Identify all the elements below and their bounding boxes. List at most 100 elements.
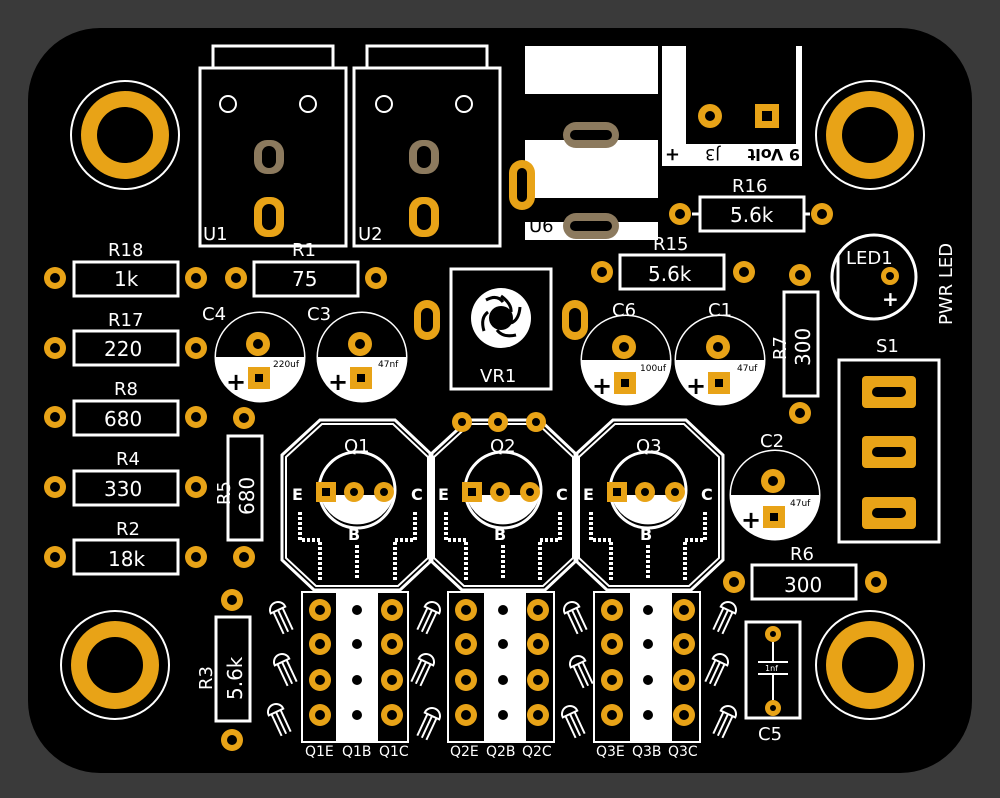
c1-value: 47uf xyxy=(737,364,758,374)
r18-value: 1k xyxy=(114,267,139,291)
u6-label: U6 xyxy=(529,216,554,237)
vr1-trimpot: VR1 xyxy=(414,267,588,391)
q1-pin-e: E xyxy=(292,485,303,504)
r18-resistor: R18 1k xyxy=(44,240,207,298)
mounting-hole-bottom-left xyxy=(60,610,170,720)
c6-value: 100uf xyxy=(640,364,667,374)
r1-value: 75 xyxy=(292,267,317,291)
c5-value: 1nf xyxy=(765,664,778,673)
q3e-label: Q3E xyxy=(596,744,625,760)
c3-capacitor: + 47nf C3 xyxy=(307,304,408,403)
q2-pin-e: E xyxy=(438,485,449,504)
r17-value: 220 xyxy=(104,337,142,361)
r17-ref: R17 xyxy=(108,310,143,331)
q1e-label: Q1E xyxy=(305,744,334,760)
q2-transistor: Q2 E B C xyxy=(428,412,579,592)
c3-value: 47nf xyxy=(378,360,399,370)
j3-power-jack: 9 Volt J3 + xyxy=(662,46,802,166)
q1c-label: Q1C xyxy=(379,744,409,760)
q2-pin-b: B xyxy=(494,525,506,544)
c4-value: 220uf xyxy=(273,360,300,370)
r15-value: 5.6k xyxy=(648,262,692,286)
u6-component: U6 xyxy=(509,46,658,240)
c1-capacitor: + 47uf C1 xyxy=(674,300,766,406)
q3b-label: Q3B xyxy=(632,744,662,760)
r1-resistor: R1 75 xyxy=(225,240,387,298)
led1: LED1 + xyxy=(830,233,918,321)
power-jack-label: 9 Volt xyxy=(747,145,800,164)
r4-value: 330 xyxy=(104,477,142,501)
r5-value: 680 xyxy=(235,477,259,515)
r4-resistor: R4 330 xyxy=(44,449,207,507)
r7-ref: R7 xyxy=(770,336,791,360)
q1b-label: Q1B xyxy=(342,744,372,760)
q3-label: Q3 xyxy=(636,436,662,457)
c4-ref: C4 xyxy=(202,304,226,325)
u2-regulator: U2 xyxy=(352,44,502,248)
r15-resistor: R15 5.6k xyxy=(591,234,755,291)
r16-value: 5.6k xyxy=(730,203,774,227)
c3-plus: + xyxy=(328,368,348,396)
r8-resistor: R8 680 xyxy=(44,379,207,437)
r5-resistor: R5 680 xyxy=(214,407,264,568)
q2-label: Q2 xyxy=(490,436,516,457)
c2-plus: + xyxy=(741,506,761,534)
c6-plus: + xyxy=(592,372,612,400)
j3-label: J3 xyxy=(705,145,721,164)
r8-ref: R8 xyxy=(114,379,138,400)
q2c-label: Q2C xyxy=(522,744,552,760)
r18-ref: R18 xyxy=(108,240,143,261)
u2-label: U2 xyxy=(358,224,383,245)
c6-ref: C6 xyxy=(612,300,636,321)
led1-label: LED1 xyxy=(846,248,893,269)
r16-resistor: R16 5.6k xyxy=(669,176,833,233)
r2-resistor: R2 18k xyxy=(44,519,207,576)
r4-ref: R4 xyxy=(116,449,140,470)
c6-capacitor: + 100uf C6 xyxy=(580,300,672,406)
r2-value: 18k xyxy=(108,547,145,571)
q3c-label: Q3C xyxy=(668,744,698,760)
mounting-hole-bottom-right xyxy=(815,610,925,720)
j3-plus: + xyxy=(665,144,680,165)
c1-plus: + xyxy=(686,372,706,400)
s1-switch: S1 xyxy=(837,336,941,544)
r7-resistor: R7 300 xyxy=(770,264,820,424)
r3-value: 5.6k xyxy=(223,656,247,700)
q3-pin-e: E xyxy=(583,485,594,504)
q2e-label: Q2E xyxy=(450,744,479,760)
r16-ref: R16 xyxy=(732,176,767,197)
r6-ref: R6 xyxy=(790,544,814,565)
q2-pin-c: C xyxy=(556,485,568,504)
s1-label: S1 xyxy=(876,336,899,357)
r1-ref: R1 xyxy=(292,240,316,261)
vr1-label: VR1 xyxy=(480,366,516,387)
small-transistor-icons xyxy=(267,601,737,741)
c5-capacitor: 1nf C5 xyxy=(744,620,802,745)
mounting-hole-top-left xyxy=(70,80,180,190)
q1-pin-b: B xyxy=(348,525,360,544)
q2b-label: Q2B xyxy=(486,744,516,760)
r8-value: 680 xyxy=(104,407,142,431)
c4-capacitor: + 220uf C4 xyxy=(202,304,306,403)
q2-socket-block: Q2E Q2B Q2C xyxy=(447,591,555,760)
c2-ref: C2 xyxy=(760,431,784,452)
c5-ref: C5 xyxy=(758,724,782,745)
pwr-led-label: PWR LED xyxy=(936,243,957,325)
r17-resistor: R17 220 xyxy=(44,310,207,367)
c2-capacitor: + 47uf C2 xyxy=(729,431,821,541)
r3-resistor: R3 5.6k xyxy=(196,589,252,751)
u1-regulator: U1 xyxy=(198,44,348,248)
c3-ref: C3 xyxy=(307,304,331,325)
r15-ref: R15 xyxy=(653,234,688,255)
q3-pin-c: C xyxy=(701,485,713,504)
mounting-hole-top-right xyxy=(815,80,925,190)
q3-socket-block: Q3E Q3B Q3C xyxy=(593,591,701,760)
r6-value: 300 xyxy=(784,573,822,597)
r6-resistor: R6 300 xyxy=(723,544,887,601)
q1-label: Q1 xyxy=(344,436,370,457)
r3-ref: R3 xyxy=(196,666,217,690)
r2-ref: R2 xyxy=(116,519,140,540)
q1-socket-block: Q1E Q1B Q1C xyxy=(301,591,409,760)
q3-pin-b: B xyxy=(640,525,652,544)
